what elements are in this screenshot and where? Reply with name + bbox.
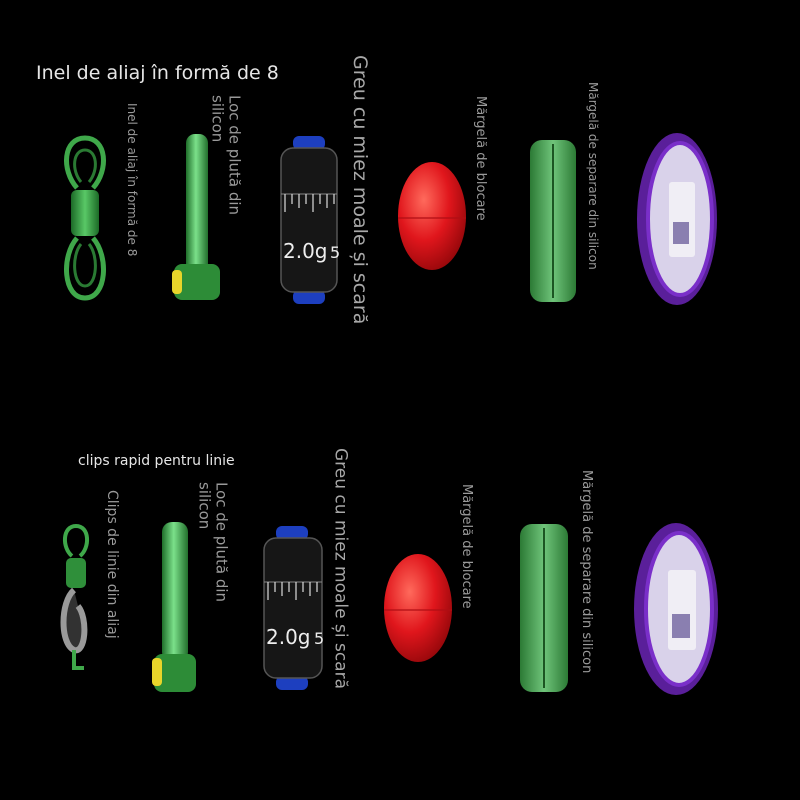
top-heading: Inel de aliaj în formă de 8 — [36, 62, 279, 84]
sinker-mark-text: 5 — [330, 243, 340, 262]
line-spool-image — [635, 132, 720, 307]
float-seat-label-line2: silicon — [208, 95, 227, 143]
sinker-mark-text-bottom: 5 — [314, 629, 324, 648]
float-seat-label-line1: Loc de plută din — [225, 95, 244, 216]
stop-bead-label-bottom: Mărgelă de blocare — [458, 484, 474, 609]
line-clip-label: Clips de linie din aliaj — [104, 490, 121, 639]
separator-label: Mărgelă de separare din silicon — [585, 82, 600, 270]
stop-bead-image — [396, 160, 468, 272]
stop-bead-image-bottom — [382, 552, 454, 664]
sinker-weight-text: 2.0g — [283, 239, 328, 263]
separator-bead-image-bottom — [518, 522, 570, 694]
sinker-label-bottom: Greu cu miez moale și scară — [330, 448, 351, 689]
float-seat-label-bottom: Loc de plută din silicon — [195, 482, 230, 602]
bottom-heading: clips rapid pentru linie — [78, 453, 235, 469]
swivel-label: Inel de aliaj în formă de 8 — [124, 103, 139, 257]
swivel-ring-image — [55, 130, 115, 305]
separator-label-bottom: Mărgelă de separare din silicon — [578, 470, 594, 674]
stop-bead-label: Mărgelă de blocare — [472, 96, 488, 221]
separator-bead-image — [528, 138, 578, 304]
float-seat-label: Loc de plută din silicon — [208, 95, 243, 215]
float-seat-label-bottom-line2: silicon — [195, 482, 214, 530]
float-seat-image — [170, 132, 226, 307]
sinker-image-bottom: 2.0g 5 — [258, 522, 328, 694]
sinker-weight-text-bottom: 2.0g — [266, 625, 311, 649]
sinker-image: 2.0g 5 — [275, 132, 345, 307]
sinker-label: Greu cu miez moale și scară — [348, 55, 371, 325]
line-spool-image-bottom — [632, 522, 720, 697]
line-clip-image — [52, 522, 100, 674]
float-seat-label-bottom-line1: Loc de plută din — [212, 482, 231, 603]
float-seat-image-bottom — [150, 520, 202, 695]
